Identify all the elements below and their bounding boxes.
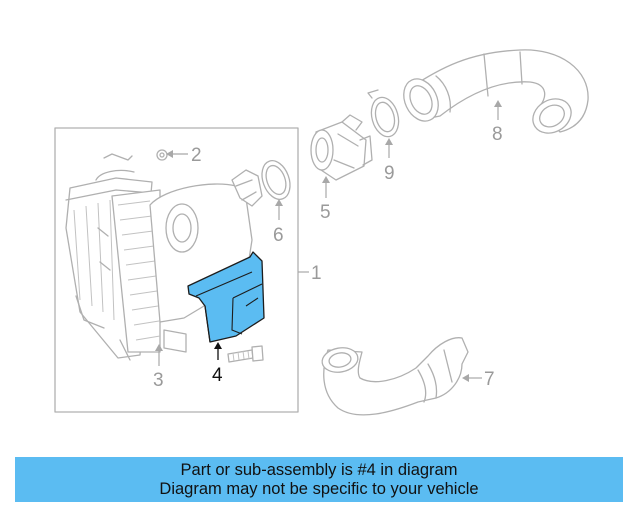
callout-3: 3 (153, 370, 164, 391)
callout-8: 8 (492, 124, 503, 145)
parts-diagram: 1 2 3 4 5 6 7 8 9 (54, 49, 589, 416)
banner-line-1: Part or sub-assembly is #4 in diagram (180, 461, 458, 479)
banner-line-2: Diagram may not be specific to your vehi… (159, 480, 479, 498)
callout-7: 7 (484, 369, 495, 390)
part-6-seal-ring (261, 160, 291, 200)
assembly-frame (54, 127, 299, 413)
callout-9: 9 (384, 163, 395, 184)
part-9-clamp (367, 89, 400, 138)
leader-lines (155, 100, 502, 382)
part-4-duct-panel (187, 251, 265, 343)
callout-5: 5 (320, 202, 331, 223)
part-8-intake-hose (403, 49, 589, 134)
info-banner: Part or sub-assembly is #4 in diagram Di… (15, 457, 623, 502)
callout-2: 2 (191, 145, 202, 166)
part-7-air-duct (321, 337, 469, 416)
bolt-illustration (227, 345, 264, 363)
callout-4: 4 (212, 365, 223, 386)
air-filter-housing-illustration (65, 149, 263, 361)
callout-6: 6 (273, 225, 284, 246)
part-5-sensor (310, 114, 373, 181)
callout-1: 1 (311, 263, 322, 284)
